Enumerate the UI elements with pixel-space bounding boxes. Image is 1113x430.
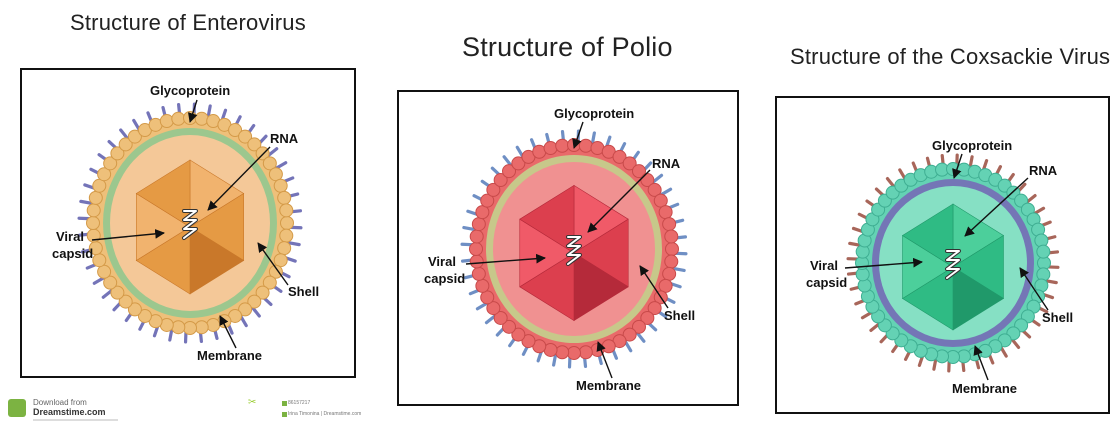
membrane-bead [470,243,483,256]
membrane-bead [274,254,287,267]
footer-author-icon [282,412,287,417]
membrane-bead [472,218,485,231]
membrane-bead [172,321,185,334]
membrane-bead [568,139,581,152]
membrane-bead [472,267,485,280]
footer-download-text: Download from [33,398,87,407]
label-membrane-2: Membrane [576,378,641,393]
footer-divider [33,419,118,421]
membrane-bead [665,255,678,268]
label-rna-1: RNA [270,131,299,146]
membrane-bead [278,242,291,255]
membrane-bead [544,142,557,155]
label-glycoprotein-2: Glycoprotein [554,106,634,121]
membrane-bead [556,346,569,359]
label-capsid-3: capsid [806,275,847,290]
membrane-bead [172,112,185,125]
membrane-bead [280,229,293,242]
virus-enterovirus [79,104,301,342]
membrane-bead [93,254,106,267]
label-shell-2: Shell [664,308,695,323]
label-glycoprotein-3: Glycoprotein [932,138,1012,153]
footer-image-id: 86157217 [288,400,310,406]
membrane-bead [269,168,282,181]
membrane-bead [470,255,483,268]
label-capsid-1: capsid [52,246,93,261]
dreamstime-logo-icon [8,399,26,417]
membrane-bead [591,343,604,356]
footer-id-icon [282,401,287,406]
membrane-bead [93,179,106,192]
membrane-bead [666,243,679,256]
membrane-bead [556,139,569,152]
footer-author: Irina Timonina | Dreamstime.com [288,411,361,417]
label-membrane-3: Membrane [952,381,1017,396]
label-capsid-2: capsid [424,271,465,286]
label-viral-3: Viral [810,258,838,273]
label-viral-2: Viral [428,254,456,269]
membrane-bead [579,139,592,152]
membrane-bead [568,347,581,360]
membrane-bead [665,230,678,243]
membrane-bead [184,112,197,125]
label-viral-1: Viral [56,229,84,244]
membrane-bead [659,206,672,219]
membrane-bead [1037,245,1050,258]
membrane-bead [89,191,102,204]
membrane-bead [98,265,111,278]
membrane-bead [280,204,293,217]
membrane-bead [579,346,592,359]
membrane-bead [281,217,294,230]
membrane-bead [470,230,483,243]
membrane-bead [87,217,100,230]
label-glycoprotein-1: Glycoprotein [150,83,230,98]
membrane-bead [663,218,676,231]
label-membrane-1: Membrane [197,348,262,363]
membrane-bead [195,112,208,125]
membrane-bead [476,279,489,292]
label-shell-3: Shell [1042,310,1073,325]
membrane-bead [274,179,287,192]
label-shell-1: Shell [288,284,319,299]
virus-coxsackie [848,155,1058,371]
membrane-bead [663,267,676,280]
membrane-bead [278,191,291,204]
membrane-bead [195,321,208,334]
label-rna-2: RNA [652,156,681,171]
footer-site-name: Dreamstime.com [33,407,106,417]
membrane-bead [184,322,197,335]
label-rna-3: RNA [1029,163,1058,178]
stock-footer: Download from Dreamstime.com ✂ 86157217 … [0,393,375,430]
watermark-icon: ✂ [248,397,256,408]
membrane-bead [87,204,100,217]
membrane-bead [160,115,173,128]
membrane-bead [207,318,220,331]
